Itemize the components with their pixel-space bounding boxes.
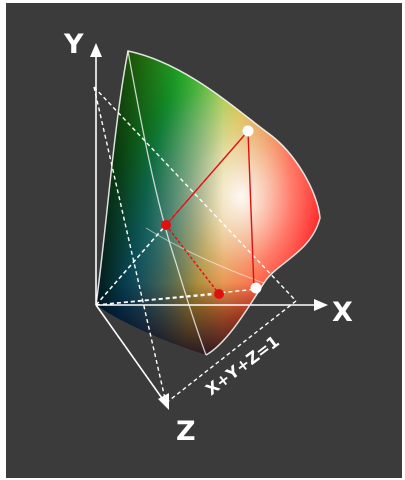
projected-point-lower	[214, 289, 224, 299]
color-gamut-solid	[95, 50, 321, 356]
projection-red-to-red	[165, 224, 220, 295]
original-point-upper	[242, 125, 254, 137]
origin-to-projected-point	[95, 224, 167, 306]
projection-vertical	[247, 130, 255, 290]
diagram-canvas: Y X Z X+Y+Z=1	[63, 29, 353, 447]
plane-edge-y-to-x	[93, 86, 297, 302]
axes	[90, 43, 328, 410]
xyz-color-space-diagram: Y X Z X+Y+Z=1	[6, 3, 402, 478]
z-axis-arrowhead	[158, 393, 169, 410]
z-axis-line	[95, 304, 165, 402]
x-axis-arrowhead	[314, 299, 328, 311]
plane-edge-y-to-z	[93, 86, 167, 404]
origin-to-white-point-low	[95, 288, 259, 306]
projected-point-upper	[161, 220, 171, 230]
y-axis-label: Y	[63, 29, 84, 60]
projection-lines	[165, 130, 255, 295]
z-axis-label: Z	[176, 416, 196, 447]
original-point-lower	[250, 282, 262, 294]
sample-points	[161, 125, 262, 299]
y-axis-arrowhead	[90, 43, 102, 57]
projection-white-to-red-upper	[165, 130, 249, 226]
x-axis-label: X	[332, 297, 353, 328]
